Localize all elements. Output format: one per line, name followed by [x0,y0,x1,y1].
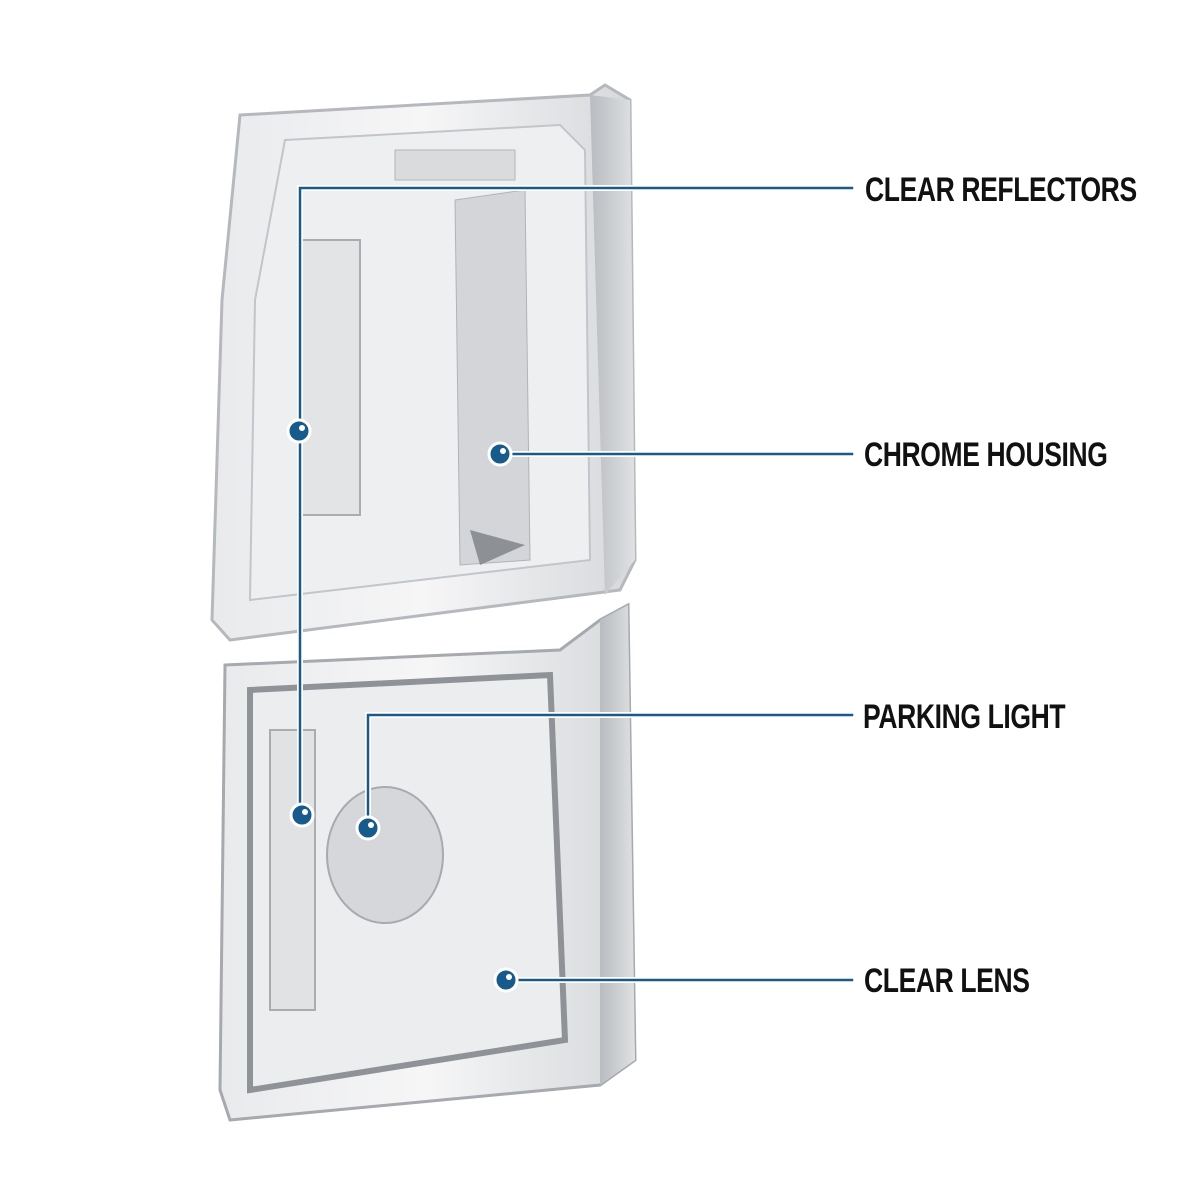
upper-corner-lamp [210,83,637,642]
lower-reflector [269,729,316,1011]
callout-dot-clear-lens [493,967,519,993]
callout-label-parking-light: PARKING LIGHT [863,698,1066,736]
callout-dots [286,418,519,993]
callout-label-chrome-housing: CHROME HOUSING [864,436,1108,474]
lower-parking-lamp [218,602,637,1122]
callout-dot-parking-light [355,815,381,841]
upper-reflector [299,239,361,516]
callout-dot-chrome-housing [487,441,513,467]
callout-label-clear-reflectors: CLEAR REFLECTORS [865,171,1137,209]
parking-bulb [326,786,444,924]
callout-label-clear-lens: CLEAR LENS [864,962,1030,1000]
callout-dot-reflector-lower [289,802,315,828]
callout-lines [297,185,855,983]
callout-dot-reflector-upper [286,418,312,444]
